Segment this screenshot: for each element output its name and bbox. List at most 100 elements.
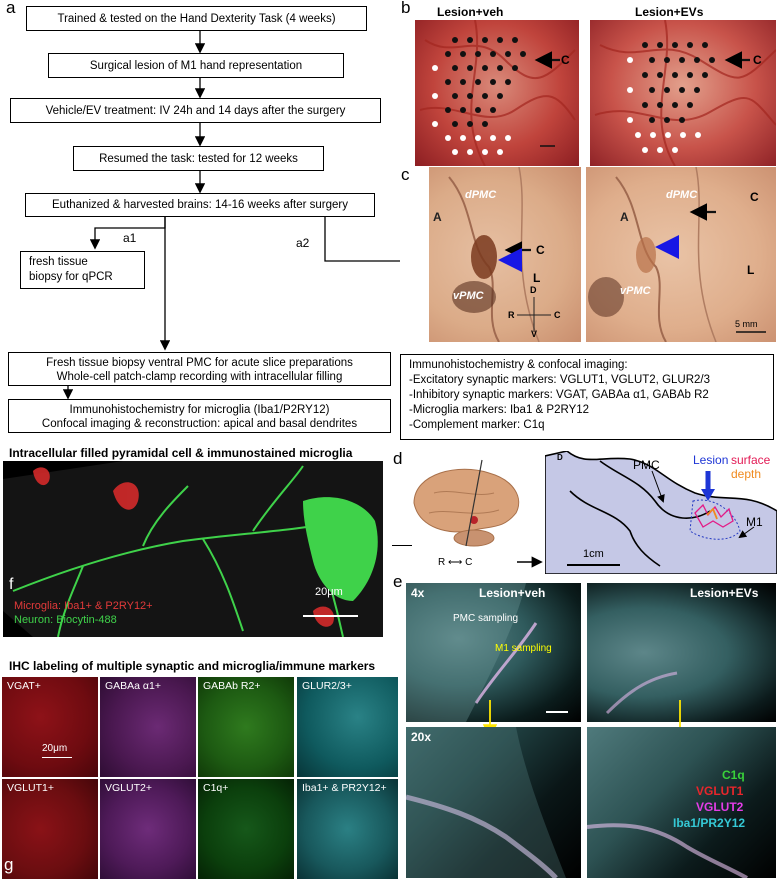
panel-b-left-title: Lesion+veh <box>437 5 504 19</box>
brain-section-drawing <box>545 451 777 574</box>
panel-label-d: d <box>393 449 403 468</box>
panel-e-pmc-sampling: PMC sampling <box>453 613 519 624</box>
panel-label-f: f <box>9 576 14 593</box>
panel-c-left-dPMC: dPMC <box>465 189 497 201</box>
lesion-evs-4x-image: Lesion+EVs <box>587 583 776 722</box>
neuron-microglia-drawing <box>3 461 383 637</box>
legend-vglut1: VGLUT1 <box>696 784 744 798</box>
microglia-line-2: Confocal imaging & reconstruction: apica… <box>41 418 358 430</box>
ihc-tile-iba1: Iba1+ & PR2Y12+ <box>297 779 398 879</box>
lesion-evs-surface-photo: C <box>590 20 776 166</box>
panel-d-M1: M1 <box>746 515 763 529</box>
branch-label-a1: a1 <box>123 231 137 245</box>
panel-d-PMC: PMC <box>633 458 660 472</box>
panel-c-right-C: C <box>750 190 759 204</box>
lesion-veh-20x-image: 20x <box>406 727 581 878</box>
ihc-tile-gabab-label: GABAb R2+ <box>203 680 261 692</box>
lesion-veh-cross-photo: A dPMC C L vPMC D R C V <box>429 167 581 342</box>
lesion-veh-4x-drawing <box>406 583 538 722</box>
ihc-tile-gabaa: GABAa α1+ <box>100 677 196 777</box>
flow-qpcr-box: fresh tissue biopsy for qPCR <box>20 251 145 289</box>
panel-d-arrow <box>517 556 543 568</box>
panel-e-mag-4x: 4x <box>411 586 425 600</box>
panel-c-left-vPMC: vPMC <box>453 290 484 302</box>
panel-label-b: b <box>401 0 411 17</box>
panel-d-scale: 1cm <box>583 548 604 560</box>
panel-f-scale: 20μm <box>315 586 343 598</box>
panel-d-surface: surface <box>731 453 771 467</box>
lesion-evs-dot-grid <box>594 20 776 166</box>
ihc-line-4: -Microglia markers: Iba1 & P2RY12 <box>409 404 590 416</box>
panel-c-right-dPMC: dPMC <box>666 189 698 201</box>
panel-e-scale-bar <box>546 711 568 713</box>
qpcr-line-1: fresh tissue <box>29 256 88 268</box>
branch-label-a2: a2 <box>296 236 310 250</box>
compass-D: D <box>530 285 537 295</box>
brain-scale-bar <box>392 545 412 546</box>
ihc-line-5: -Complement marker: C1q <box>409 419 545 431</box>
panel-b-right-c-label: C <box>753 53 762 67</box>
legend-iba1: Iba1/PR2Y12 <box>673 816 746 830</box>
ihc-tile-c1q: C1q+ <box>198 779 294 879</box>
ihc-tile-vgat-label: VGAT+ <box>7 680 41 692</box>
flow-ihc-box: Immunohistochemistry & confocal imaging:… <box>400 354 774 440</box>
ihc-line-2: -Excitatory synaptic markers: VGLUT1, VG… <box>409 374 711 386</box>
flow-microglia-box: Immunohistochemistry for microglia (Iba1… <box>8 399 391 433</box>
ihc-tile-vglut1: VGLUT1+ <box>2 779 98 879</box>
panel-e-right-title: Lesion+EVs <box>690 586 759 600</box>
neuron-microglia-image: Microglia: Iba1+ & P2RY12+ Neuron: Biocy… <box>3 461 383 637</box>
panel-label-e: e <box>393 572 403 591</box>
panel-c-left-C: C <box>536 243 545 257</box>
panel-c-right-A: A <box>620 210 629 224</box>
panel-f-title: Intracellular filled pyramidal cell & im… <box>9 446 353 460</box>
flowchart-arrows <box>62 30 400 400</box>
compass-R: R <box>508 310 515 320</box>
panel-label-c: c <box>401 165 410 184</box>
flow-step-resumed: Resumed the task: tested for 12 weeks <box>73 146 324 171</box>
lesion-veh-cross-drawing <box>448 167 551 342</box>
panel-f-microglia-label: Microglia: Iba1+ & P2RY12+ <box>14 600 153 612</box>
lesion-evs-20x-image: C1q VGLUT1 VGLUT2 Iba1/PR2Y12 <box>587 727 776 878</box>
flow-step-lesion: Surgical lesion of M1 hand representatio… <box>48 53 344 78</box>
panel-b-right-title: Lesion+EVs <box>635 5 704 19</box>
panel-d-D: D <box>557 453 563 462</box>
legend-vglut2: VGLUT2 <box>696 800 744 814</box>
lesion-evs-cross-drawing <box>588 167 766 342</box>
panel-c-right-vPMC: vPMC <box>620 285 651 297</box>
ihc-tile-gabaa-label: GABAa α1+ <box>105 680 161 692</box>
legend-c1q: C1q <box>722 768 745 782</box>
ihc-tile-gabab: GABAb R2+ <box>198 677 294 777</box>
ihc-tile-vglut2-label: VGLUT2+ <box>105 782 152 794</box>
ihc-tile-glur: GLUR2/3+ <box>297 677 398 777</box>
lesion-veh-dot-grid <box>419 20 576 166</box>
panel-c-scale-label: 5 mm <box>735 319 758 329</box>
ihc-tile-iba1-label: Iba1+ & PR2Y12+ <box>302 782 387 794</box>
panel-e-m1-sampling: M1 sampling <box>495 643 552 654</box>
lesion-evs-20x-drawing <box>587 823 748 878</box>
panel-b-left-c-label: C <box>561 53 570 67</box>
lesion-evs-cross-photo: A dPMC C L vPMC 5 mm <box>586 167 776 342</box>
flow-step-training: Trained & tested on the Hand Dexterity T… <box>26 6 367 31</box>
flow-slice-box: Fresh tissue biopsy ventral PMC for acut… <box>8 352 391 386</box>
slice-line-2: Whole-cell patch-clamp recording with in… <box>56 371 343 383</box>
panel-d-lesion: Lesion <box>693 453 729 467</box>
panel-d-axis: R ⟷ C <box>438 557 473 568</box>
panel-g-scale: 20μm <box>42 743 68 754</box>
qpcr-line-2: biopsy for qPCR <box>29 271 113 283</box>
panel-d-depth: depth <box>731 467 762 481</box>
panel-g-title: IHC labeling of multiple synaptic and mi… <box>9 659 376 673</box>
panel-f-neuron-label: Neuron: Biocytin-488 <box>14 614 117 626</box>
panel-c-right-L: L <box>747 263 755 277</box>
compass-V: V <box>531 329 538 339</box>
slice-line-1: Fresh tissue biopsy ventral PMC for acut… <box>46 357 353 369</box>
ihc-tile-vglut2: VGLUT2+ <box>100 779 196 879</box>
panel-g-scale-bar <box>42 757 72 758</box>
ihc-line-1: Immunohistochemistry & confocal imaging: <box>409 359 628 371</box>
lesion-veh-surface-photo: C <box>415 20 579 166</box>
ihc-line-3: -Inhibitory synaptic markers: VGAT, GABA… <box>409 389 709 401</box>
compass-C: C <box>554 310 561 320</box>
panel-e-mag-20x: 20x <box>411 730 432 744</box>
panel-c-left-L: L <box>533 271 541 285</box>
lesion-veh-4x-image: 4x Lesion+veh PMC sampling M1 sampling <box>406 583 581 722</box>
microglia-line-1: Immunohistochemistry for microglia (Iba1… <box>69 404 330 416</box>
